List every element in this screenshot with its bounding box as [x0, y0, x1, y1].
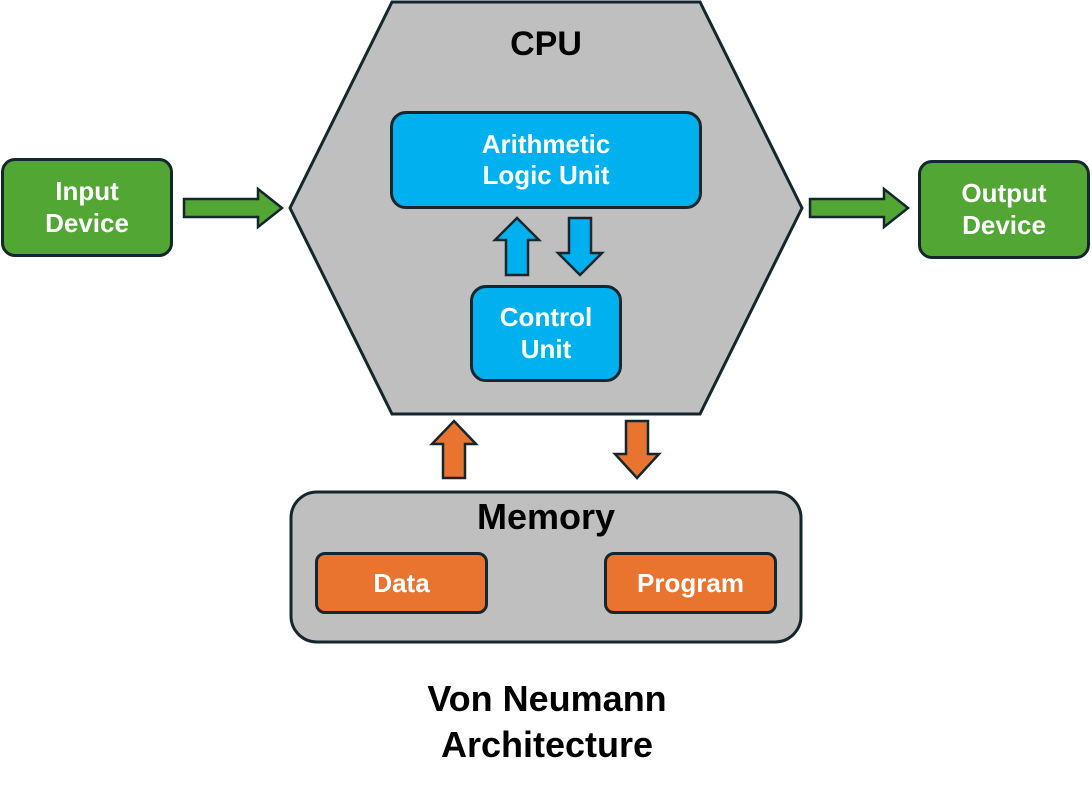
control-unit-label: Control Unit: [499, 302, 593, 364]
input-device-label: Input Device: [45, 176, 129, 238]
memory-to-cpu-arrow: [429, 419, 479, 480]
input-device-box: Input Device: [1, 158, 173, 257]
cpu-title: CPU: [510, 25, 582, 63]
output-device-label: Output Device: [961, 178, 1047, 240]
alu-label: Arithmetic Logic Unit: [481, 128, 611, 190]
output-device-box: Output Device: [918, 160, 1090, 259]
input-to-cpu-arrow: [182, 186, 285, 230]
memory-title: Memory: [476, 496, 616, 537]
control-to-alu-arrow: [491, 216, 543, 277]
cpu-to-memory-arrow: [612, 419, 662, 480]
memory-data-box: Data: [315, 552, 488, 614]
memory-data-label: Data: [373, 567, 430, 598]
memory-program-box: Program: [604, 552, 777, 614]
alu-box: Arithmetic Logic Unit: [390, 111, 702, 209]
alu-to-control-arrow: [554, 216, 606, 277]
control-unit-box: Control Unit: [470, 285, 622, 382]
diagram-caption: Von Neumann Architecture: [427, 678, 667, 765]
cpu-to-output-arrow: [808, 186, 911, 230]
memory-program-label: Program: [637, 567, 744, 598]
